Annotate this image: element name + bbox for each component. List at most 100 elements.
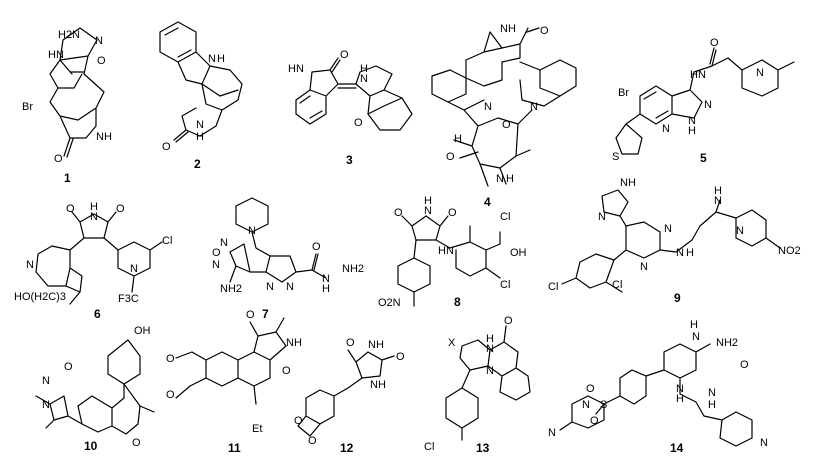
compound-6-bonds (35, 211, 163, 305)
compound-13-atom-5: Cl (424, 441, 434, 453)
compound-5-atom-3: N (756, 67, 764, 79)
compound-8-bonds (397, 215, 501, 307)
compound-2-atom-0: N (208, 53, 216, 65)
compound-14-atom-1: N (692, 331, 700, 343)
compound-13-label: 13 (476, 441, 490, 455)
compound-9-atom-4: H (686, 247, 694, 259)
compound-8-label: 8 (454, 295, 461, 309)
compound-14-atom-6: N (708, 387, 716, 399)
compound-4-atom-3: N (530, 101, 538, 113)
compound-4-atom-4: O (502, 119, 511, 131)
compound-13-atom-3: H (486, 333, 494, 345)
compound-10-atom-0: OH (134, 325, 151, 337)
compound-4-atom-5: H (454, 133, 462, 145)
compound-9-atom-10: Cl (548, 281, 558, 293)
compound-2-atom-4: O (162, 141, 171, 153)
compound-1-atom-1: N (95, 35, 103, 47)
compound-7-label: 7 (262, 307, 269, 321)
compound-1-label: 1 (64, 171, 71, 185)
compound-12-structure: O NH O NH O O 12 (294, 337, 405, 455)
compound-12-atom-1: NH (368, 339, 384, 351)
compound-9-atom-7: H (714, 185, 722, 197)
compound-5-atom-4: N (704, 99, 712, 111)
compound-10-atom-2: N (42, 375, 50, 387)
compound-11-structure: O NH O O O Et 11 (166, 309, 302, 455)
compound-14-atom-3: N (676, 383, 684, 395)
compound-3-atom-2: H (360, 63, 368, 75)
compound-9-atom-1: N (598, 211, 606, 223)
compound-5-label: 5 (700, 151, 707, 165)
compound-8-atom-3: O (448, 207, 457, 219)
compound-10-atom-4: O (132, 437, 141, 449)
compound-5-structure: Br HN O N N N N H S 5 (612, 37, 795, 165)
compound-7-bonds (229, 197, 327, 283)
compound-7-atom-10: NH2 (342, 263, 364, 275)
compound-5-atom-0: Br (618, 87, 629, 99)
compound-2-label: 2 (194, 157, 201, 171)
compound-12-atom-3: NH (370, 379, 386, 391)
compound-11-atom-3: O (166, 353, 175, 365)
compound-7-atom-5: N (286, 281, 294, 293)
compound-8-atom-4: Cl (500, 211, 510, 223)
compound-6-atom-4: N (26, 259, 34, 271)
compound-11-atom-2: O (282, 365, 291, 377)
compound-3-atom-3: N (360, 73, 368, 85)
compound-12-atom-0: O (346, 337, 355, 349)
compound-2-atom-3: H (196, 131, 204, 143)
compound-8-atom-2: H (424, 195, 432, 207)
compound-13-bonds (445, 325, 531, 441)
compound-2-bonds (159, 21, 243, 143)
compound-5-bonds (615, 47, 795, 155)
compound-6-atom-8: F3C (118, 293, 139, 305)
compound-5-atom-1: HN (690, 69, 706, 81)
compound-2-structure: N H N H O 2 (159, 21, 243, 171)
compound-3-atom-0: HN (288, 63, 304, 75)
compound-7-structure: N O N N N N NH2 O H N NH2 7 (212, 197, 364, 321)
compound-12-bonds (297, 349, 395, 437)
compound-4-atom-0: NH (500, 23, 516, 35)
compound-11-atom-4: O (166, 389, 175, 401)
compound-9-atom-8: N (736, 225, 744, 237)
compound-10-atom-3: N (42, 399, 50, 411)
compound-3-atom-1: O (340, 49, 349, 61)
compound-14-atom-7: H (708, 399, 716, 411)
compound-9-atom-0: NH (620, 177, 636, 189)
compound-6-atom-5: N (130, 263, 138, 275)
compound-14-atom-11: O (590, 415, 599, 427)
compound-4-bonds (431, 27, 577, 187)
compound-3-label: 3 (346, 153, 353, 167)
compound-13-atom-2: O (504, 315, 513, 327)
compound-11-atom-0: O (246, 309, 255, 321)
compound-6-atom-0: O (66, 203, 75, 215)
compound-5-atom-8: S (612, 151, 619, 163)
compound-9-atom-2: N (664, 223, 672, 235)
compound-8-atom-8: O2N (378, 297, 401, 309)
compound-4-atom-6: O (446, 151, 455, 163)
compound-6-atom-3: O (116, 203, 125, 215)
compound-12-atom-2: O (396, 351, 405, 363)
compound-7-atom-1: O (212, 247, 221, 259)
compound-8-atom-0: O (394, 207, 403, 219)
compound-14-atom-0: H (690, 319, 698, 331)
compound-4-structure: NH O N N O H O N H 4 (431, 23, 577, 209)
compound-1-atom-2: HN (48, 49, 64, 61)
compound-8-structure: O N H O Cl HN OH Cl O2N 8 (378, 195, 527, 309)
compound-9-atom-3: N (676, 247, 684, 259)
compound-14-atom-2: NH2 (716, 337, 738, 349)
compound-14-label: 14 (670, 441, 684, 455)
compound-5-atom-6: N (688, 115, 696, 127)
compound-1-atom-5: NH (96, 131, 112, 143)
compound-6-atom-2: H (90, 201, 98, 213)
compound-14-atom-9: S (600, 399, 607, 411)
compound-14-bonds (559, 343, 753, 447)
compound-12-atom-5: O (308, 435, 317, 447)
compound-9-atom-9: NO2 (778, 245, 801, 257)
compound-9-label: 9 (674, 291, 681, 305)
compound-7-atom-0: N (248, 225, 256, 237)
compound-14-atom-5: O (740, 359, 749, 371)
compound-14-atom-13: N (548, 427, 556, 439)
compound-2-atom-1: H (217, 53, 225, 65)
compound-6-structure: O N H O N N Cl HO(H2C)3 F3C 6 (14, 201, 172, 321)
compound-8-atom-6: OH (510, 247, 527, 259)
compound-8-atom-7: Cl (500, 279, 510, 291)
